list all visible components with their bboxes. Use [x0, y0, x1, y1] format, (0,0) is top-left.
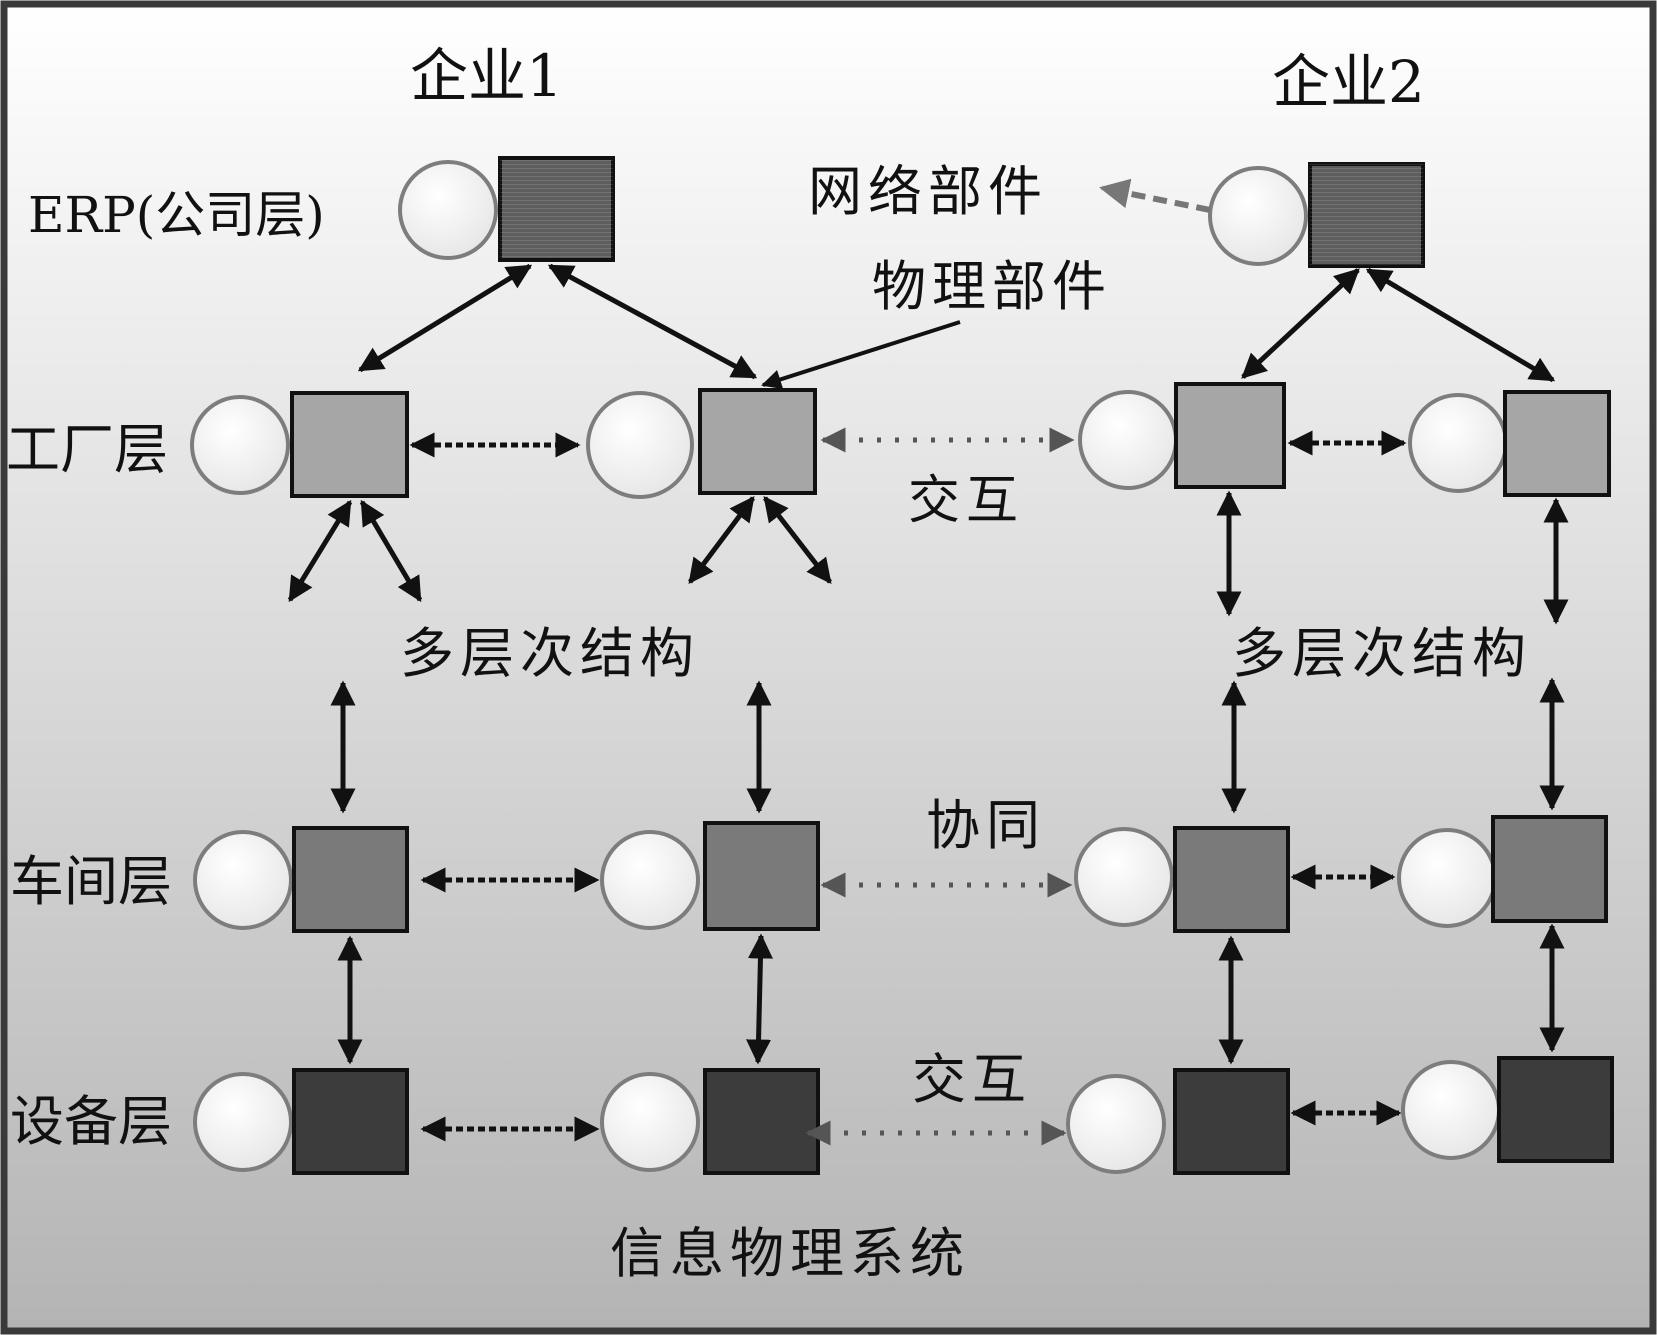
- workshop-physical-node-4: [1491, 815, 1608, 923]
- device-physical-node-4: [1497, 1056, 1614, 1163]
- device-network-node-2: [600, 1072, 700, 1172]
- factory1-fanout-right: [359, 499, 423, 603]
- multilevel-label-right: 多层次结构: [1232, 622, 1532, 685]
- level-label-workshop: 车间层: [10, 850, 172, 913]
- factory-physical-node-1: [290, 391, 409, 498]
- device-network-node-3: [1066, 1074, 1166, 1174]
- arrows: [287, 178, 1569, 1146]
- factory2-fanout-right: [763, 496, 832, 584]
- factory-physical-node-2: [698, 388, 817, 495]
- physical-part-label: 物理部件: [872, 255, 1112, 318]
- network-part-label: 网络部件: [808, 160, 1048, 223]
- workshop-network-node-2: [600, 830, 700, 930]
- factory-network-node-1: [190, 395, 290, 495]
- system-caption: 信息物理系统: [610, 1222, 970, 1285]
- level-label-factory: 工厂层: [6, 418, 168, 481]
- factory1-fanout-left: [287, 499, 353, 603]
- workshop-physical-node-3: [1173, 826, 1290, 933]
- workshop-network-node-1: [193, 830, 293, 930]
- interaction-label-bottom: 交互: [912, 1048, 1032, 1111]
- erp-network-node-e1: [398, 160, 498, 260]
- factory-network-node-3: [1078, 390, 1178, 490]
- device-network-node-4: [1401, 1060, 1501, 1160]
- enterprise1-title: 企业1: [410, 42, 563, 110]
- physical-part-pointer: [761, 320, 961, 390]
- device-physical-node-1: [292, 1068, 409, 1175]
- nodes: [190, 156, 1614, 1175]
- level-label-erp: ERP(公司层): [28, 186, 325, 244]
- erp-physical-node-e1-texture: [500, 158, 613, 260]
- multilevel-label-left: 多层次结构: [400, 622, 700, 685]
- workshop-physical-node-2: [703, 821, 820, 931]
- interaction-label-top: 交互: [908, 471, 1024, 531]
- workshop-network-node-4: [1397, 828, 1497, 928]
- labels: 企业1 企业2 ERP(公司层) 工厂层 车间层 设备层 网络部件 物理部件 交…: [6, 42, 1532, 1285]
- enterprise2-title: 企业2: [1272, 48, 1425, 116]
- erp-to-factory-arrow-4: [1365, 267, 1556, 383]
- device-physical-node-2: [703, 1068, 820, 1175]
- workshop-network-node-3: [1074, 827, 1174, 927]
- erp-network-node-e2: [1208, 166, 1308, 266]
- factory-network-node-4: [1408, 393, 1508, 493]
- factory2-fanout-left: [688, 496, 755, 584]
- device-network-node-1: [193, 1072, 293, 1172]
- workshop-to-device-2: [746, 933, 773, 1065]
- collaboration-label: 协同: [926, 794, 1046, 857]
- level-label-device: 设备层: [10, 1090, 172, 1153]
- device-physical-node-3: [1173, 1068, 1290, 1175]
- factory-network-node-2: [586, 391, 694, 499]
- erp-to-factory-arrow-3: [1241, 268, 1360, 379]
- erp-to-factory-arrow-2: [547, 263, 758, 380]
- workshop-physical-node-1: [292, 826, 409, 933]
- factory-physical-node-4: [1503, 390, 1611, 497]
- network-part-pointer: [1099, 178, 1211, 213]
- erp-physical-node-e2-texture: [1310, 164, 1423, 266]
- factory-physical-node-3: [1174, 382, 1286, 489]
- erp-to-factory-arrow-1: [357, 263, 533, 373]
